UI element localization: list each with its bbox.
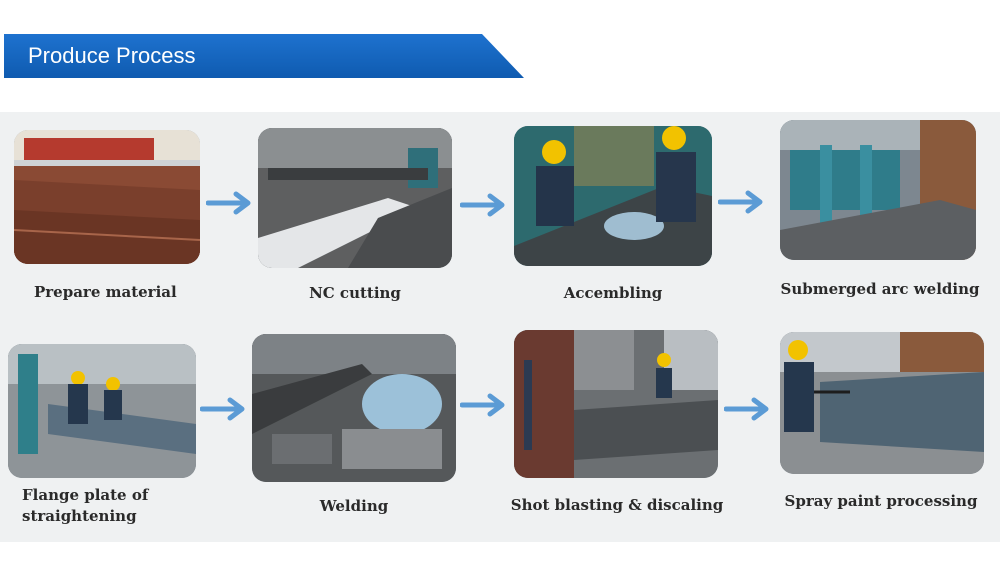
step-photo-submerged-arc-welding [780,120,976,260]
step-label-nc-cutting: NC cutting [309,284,401,302]
arrow-right-icon [206,191,251,215]
section-header-banner: Produce Process [4,34,524,78]
step-photo-shot-blasting-discaling [514,330,718,478]
step-photo-prepare-material [14,130,200,264]
step-photo-flange-plate-straightening [8,344,196,478]
arrow-right-icon [460,193,505,217]
step-label-spray-paint-processing: Spray paint processing [784,492,978,510]
step-photo-accembling [514,126,712,266]
step-photo-welding [252,334,456,482]
step-label-shot-blasting-discaling: Shot blasting & discaling [510,496,724,514]
arrow-right-icon [718,190,763,214]
step-photo-spray-paint-processing [780,332,984,474]
step-photo-nc-cutting [258,128,452,268]
step-label-submerged-arc-welding: Submerged arc welding [780,280,980,298]
step-label-prepare-material: Prepare material [34,283,177,301]
arrow-right-icon [724,397,769,421]
step-label-accembling: Accembling [563,284,663,302]
banner-shape [4,34,524,78]
arrow-right-icon [200,397,245,421]
step-label-flange-plate-straightening: Flange plate of straightening [22,486,149,525]
step-label-welding: Welding [319,497,389,515]
arrow-right-icon [460,393,505,417]
section-title: Produce Process [28,43,196,68]
